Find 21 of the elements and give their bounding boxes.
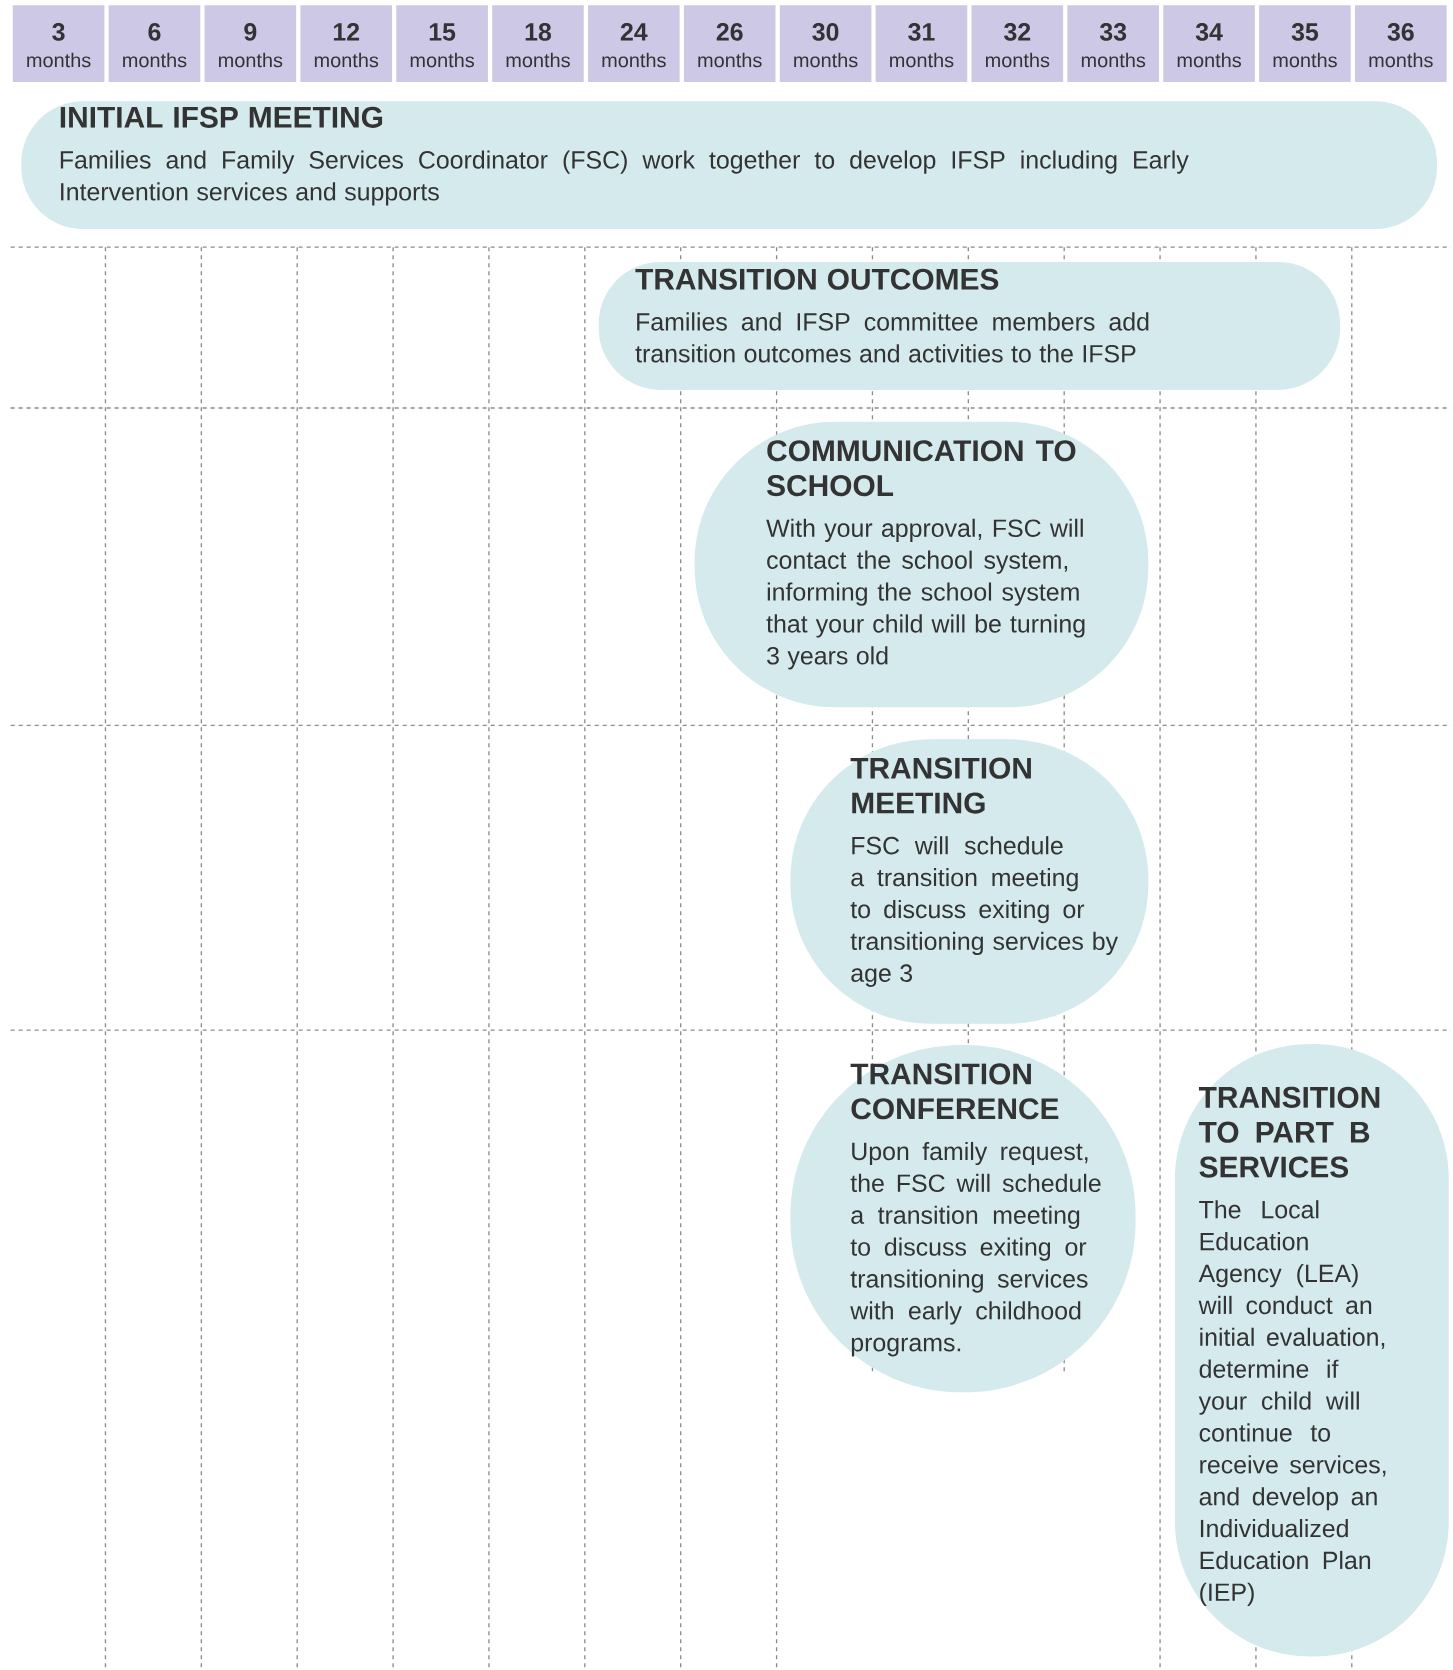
month-cell: 24 months (588, 5, 680, 83)
rounded-box: TRANSITION MEETING FSC will schedule a transition meeting to discuss exiting or transitioning services by age 3 (790, 739, 1149, 1024)
rounded-box: COMMUNICATION TO SCHOOL With your approval, FSC will contact the school system, informing the school system that your child will be turning 3 years old (694, 421, 1149, 708)
month-cell: 34 months (1163, 5, 1255, 83)
month-cell: 31 months (875, 5, 968, 83)
month-cell: 9 months (204, 5, 297, 83)
month-cell: 18 months (492, 5, 584, 83)
rounded-box: INITIAL IFSP MEETING Families and Family Services Coordinator (FSC) work together to develop IFSP including Early Intervention services and supports (21, 101, 1438, 230)
month-cell: 32 months (971, 5, 1064, 83)
rounded-box: TRANSITION OUTCOMES Families and IFSP committee members add transition outcomes and activities to the IFSP (598, 262, 1341, 390)
month-cell: 35 months (1259, 5, 1351, 83)
rounded-box: TRANSITION TO PART B SERVICES The Local Education Agency (LEA) will conduct an initial evaluation, determine if your child will continue to receive services, and develop an Individualized Education Plan (IEP) (1174, 1043, 1449, 1657)
month-cell: 26 months (683, 5, 776, 83)
month-cell: 12 months (300, 5, 392, 83)
month-cell: 6 months (108, 5, 201, 83)
month-cell: 33 months (1067, 5, 1159, 83)
rounded-box: TRANSITION CONFERENCE Upon family request, the FSC will schedule a transition meeting to discuss exiting or transitioning services with early childhood programs. (790, 1045, 1136, 1393)
month-cell: 30 months (779, 5, 872, 83)
month-cell: 36 months (1355, 5, 1447, 83)
month-cell: 3 months (12, 5, 105, 83)
month-cell: 15 months (396, 5, 488, 83)
